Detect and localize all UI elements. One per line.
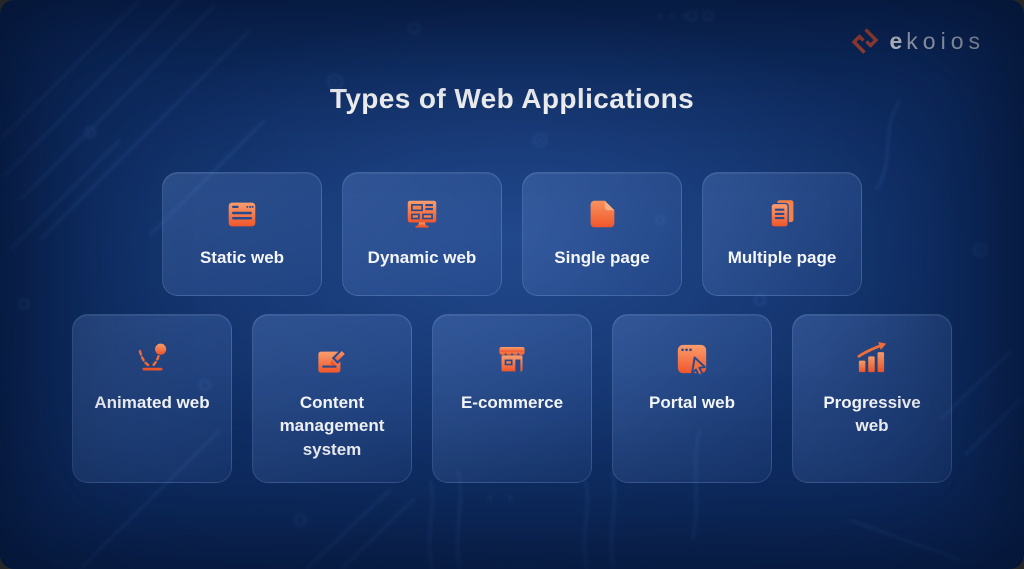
card-label: Static web [199,248,285,267]
animated-web-icon [131,337,173,381]
card-label: Animated web [94,393,210,412]
card-multiple-page: Multiple page [702,172,862,296]
content-management-system-icon [311,337,353,381]
card-label: Content management system [279,393,385,459]
card-single-page: Single page [522,172,682,296]
card-label: Single page [554,248,650,267]
card-progressive-web: Progressive web [792,314,952,483]
single-page-icon [583,195,621,233]
brand-wordmark-rest: koios [906,27,985,54]
card-dynamic-web: Dynamic web [342,172,502,296]
card-portal-web: Portal web [612,314,772,483]
brand-logo: ekoios [850,26,986,56]
card-row-2: Animated web Content management system [0,314,1024,483]
card-content-management-system: Content management system [252,314,412,483]
card-e-commerce: E-commerce [432,314,592,483]
card-animated-web: Animated web [72,314,232,483]
card-label: Dynamic web [367,248,477,267]
progressive-web-icon [851,337,893,381]
page-title: Types of Web Applications [329,83,695,114]
card-static-web: Static web [162,172,322,296]
ekoios-logo-icon [850,26,880,56]
portal-web-icon [671,337,713,381]
e-commerce-icon [491,337,533,381]
multiple-page-icon [763,195,801,233]
brand-wordmark-bold: e [889,27,907,54]
card-label: E-commerce [460,393,564,412]
card-label: Multiple page [727,248,837,267]
card-label: Portal web [649,393,735,412]
card-row-1: Static web [0,172,1024,296]
brand-wordmark: ekoios [889,27,986,54]
static-web-icon [223,195,261,233]
dynamic-web-icon [403,195,441,233]
card-label: Progressive web [823,393,921,436]
